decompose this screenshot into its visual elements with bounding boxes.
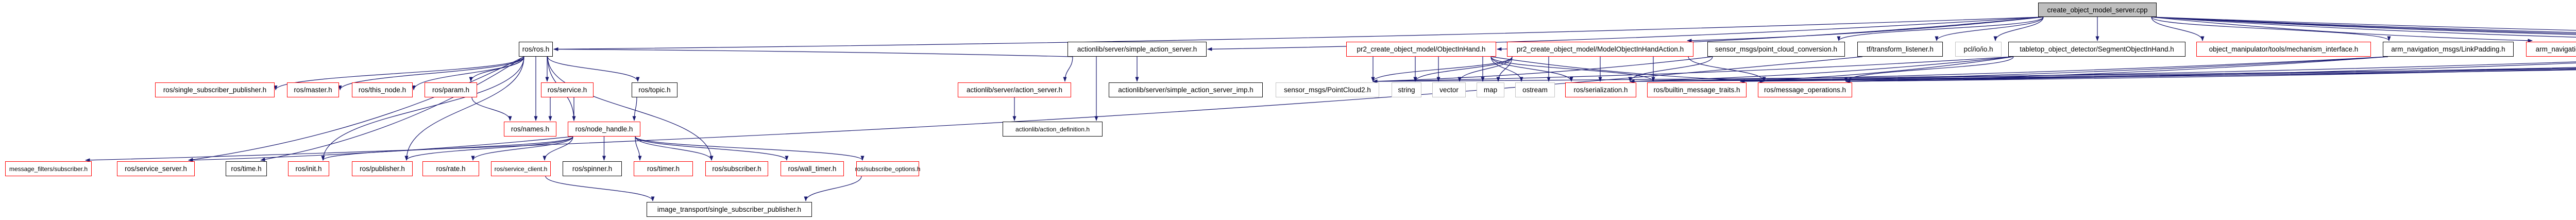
graph-node-scl[interactable]: ros/service_client.h bbox=[491, 161, 551, 176]
include-edge-ros_ros-topic bbox=[547, 56, 640, 82]
include-edge-nh-ssrv bbox=[188, 136, 573, 162]
include-edge-soih-ser bbox=[1630, 56, 2014, 83]
include-edge-root-mi bbox=[2151, 16, 2205, 41]
include-edge-scl-itssp bbox=[545, 176, 655, 201]
include-edge-root-ec bbox=[2151, 16, 2576, 35]
include-edge-root-oco bbox=[2151, 16, 2533, 43]
include-edge-nh-rate bbox=[471, 136, 573, 161]
graph-node-pub[interactable]: ros/publisher.h bbox=[352, 161, 413, 176]
include-edge-oih-bmt bbox=[1490, 56, 1655, 82]
graph-node-spin[interactable]: ros/spinner.h bbox=[563, 161, 622, 176]
include-edge-nh-pub bbox=[404, 136, 573, 161]
graph-node-sasi[interactable]: actionlib/server/simple_action_server_im… bbox=[1109, 82, 1263, 97]
include-edge-nh-so bbox=[635, 136, 865, 161]
graph-node-oih[interactable]: pr2_create_object_model/ObjectInHand.h bbox=[1346, 42, 1496, 57]
graph-node-ser[interactable]: ros/serialization.h bbox=[1565, 82, 1636, 97]
graph-node-time[interactable]: ros/time.h bbox=[226, 161, 267, 176]
include-edge-root-tfl bbox=[1935, 16, 2044, 41]
graph-node-ros_ros[interactable]: ros/ros.h bbox=[519, 42, 553, 57]
include-edge-root-cmi bbox=[2151, 16, 2576, 31]
graph-node-pclio[interactable]: pcl/io/io.h bbox=[1955, 42, 2002, 57]
graph-node-as[interactable]: actionlib/server/action_server.h bbox=[958, 82, 1071, 97]
graph-node-ssp[interactable]: ros/single_subscriber_publisher.h bbox=[155, 82, 275, 97]
graph-node-pcc[interactable]: sensor_msgs/point_cloud_conversion.h bbox=[1707, 42, 1845, 57]
graph-node-init[interactable]: ros/init.h bbox=[288, 161, 329, 176]
include-edge-moiha-string bbox=[1413, 56, 1513, 82]
graph-node-wt[interactable]: ros/wall_timer.h bbox=[781, 161, 844, 176]
include-edge-sas-ros_ros bbox=[553, 47, 1073, 57]
graph-node-nh[interactable]: ros/node_handle.h bbox=[568, 122, 640, 137]
graph-node-topic[interactable]: ros/topic.h bbox=[632, 82, 677, 97]
graph-node-ostream[interactable]: ostream bbox=[1515, 82, 1555, 97]
graph-node-itssp[interactable]: image_transport/single_subscriber_publis… bbox=[647, 202, 812, 217]
include-edge-soih-pc2 bbox=[1372, 56, 2014, 83]
include-edge-nh-timer bbox=[635, 136, 642, 161]
include-edge-cbb-ser bbox=[1630, 67, 2576, 83]
include-edge-topic-nh bbox=[632, 97, 637, 121]
include-edge-ros_ros-pub bbox=[404, 56, 524, 161]
graph-node-bmt[interactable]: ros/builtin_message_traits.h bbox=[1647, 82, 1747, 97]
include-edge-ros_ros-ssrv bbox=[188, 56, 524, 162]
graph-node-so[interactable]: ros/subscribe_options.h bbox=[855, 161, 920, 176]
graph-node-master[interactable]: ros/master.h bbox=[287, 82, 339, 97]
graph-node-oco[interactable]: arm_navigation_msgs/OrderedCollisionOper… bbox=[2526, 42, 2576, 57]
graph-node-mo[interactable]: ros/message_operations.h bbox=[1758, 82, 1852, 97]
include-edge-root-pclio bbox=[1993, 16, 2044, 41]
graph-node-pc2[interactable]: sensor_msgs/PointCloud2.h bbox=[1276, 82, 1379, 97]
graph-node-vector[interactable]: vector bbox=[1432, 82, 1466, 97]
include-edge-em-ser bbox=[1630, 61, 2576, 83]
include-edge-root-ros_ros bbox=[553, 16, 2044, 51]
include-edge-ros_ros-sub bbox=[547, 56, 714, 161]
graph-node-ssrv[interactable]: ros/service_server.h bbox=[117, 161, 195, 176]
graph-node-moiha[interactable]: pr2_create_object_model/ModelObjectInHan… bbox=[1507, 42, 1693, 57]
include-edge-oih-mo bbox=[1490, 56, 1765, 83]
include-edge-ros_ros-param bbox=[469, 56, 524, 82]
include-edge-tfl-mfs bbox=[85, 56, 1863, 162]
include-edge-cmi-pc2 bbox=[1372, 67, 2576, 83]
graph-node-string[interactable]: string bbox=[1392, 82, 1421, 97]
include-edge-param-names bbox=[471, 97, 512, 121]
include-edge-root-sas bbox=[1207, 16, 2044, 51]
include-edge-moiha-vector bbox=[1458, 56, 1513, 82]
graph-node-soih[interactable]: tabletop_object_detector/SegmentObjectIn… bbox=[2008, 42, 2185, 57]
include-edge-root-moiha bbox=[1687, 16, 2044, 43]
graph-node-lp[interactable]: arm_navigation_msgs/LinkPadding.h bbox=[2383, 42, 2514, 57]
graph-node-timer[interactable]: ros/timer.h bbox=[634, 161, 693, 176]
include-edge-ros_ros-time bbox=[260, 56, 524, 161]
graph-node-mfs[interactable]: message_filters/subscriber.h bbox=[5, 161, 92, 176]
include-edge-cmi-ser bbox=[1630, 69, 2576, 83]
include-edge-nh-sub bbox=[635, 136, 714, 161]
include-edge-oih-ostream bbox=[1490, 56, 1523, 82]
include-edge-ros_ros-init bbox=[321, 56, 524, 161]
include-edge-root-cbb bbox=[2151, 16, 2576, 33]
graph-node-tfl[interactable]: tf/transform_listener.h bbox=[1857, 42, 1943, 57]
include-edge-root-em bbox=[2151, 16, 2576, 38]
graph-node-sub[interactable]: ros/subscriber.h bbox=[705, 161, 768, 176]
include-edge-pcc-ser bbox=[1628, 56, 1713, 82]
include-edge-moiha-pc2 bbox=[1371, 56, 1513, 82]
include-edge-nh-scl bbox=[543, 136, 573, 161]
include-edge-lp-ser bbox=[1630, 56, 2388, 83]
graph-node-rate[interactable]: ros/rate.h bbox=[422, 161, 479, 176]
graph-node-param[interactable]: ros/param.h bbox=[425, 82, 477, 97]
include-edge-so-itssp bbox=[804, 176, 862, 201]
include-edge-cbb-bmt bbox=[1740, 67, 2576, 83]
graph-node-service[interactable]: ros/service.h bbox=[541, 82, 594, 97]
graph-node-names[interactable]: ros/names.h bbox=[504, 122, 556, 137]
graph-node-this_node[interactable]: ros/this_node.h bbox=[352, 82, 413, 97]
include-edge-root-lp bbox=[2151, 16, 2391, 41]
include-edge-root-pcc bbox=[1837, 16, 2044, 41]
include-edge-moiha-map bbox=[1496, 56, 1513, 82]
include-edge-pcc-pc2 bbox=[1372, 56, 1713, 83]
include-edge-sas-as bbox=[1063, 56, 1073, 82]
include-edge-root-eg bbox=[2151, 16, 2576, 34]
include-edge-moiha-mo bbox=[1688, 56, 1766, 82]
root-node-root[interactable]: create_object_model_server.cpp bbox=[2038, 3, 2157, 17]
graph-node-mi[interactable]: object_manipulator/tools/mechanism_inter… bbox=[2196, 42, 2371, 57]
graph-node-map[interactable]: map bbox=[1477, 82, 1504, 97]
include-edge-oih-ser bbox=[1490, 56, 1573, 82]
graph-node-sas[interactable]: actionlib/server/simple_action_server.h bbox=[1067, 42, 1207, 57]
graph-node-ad[interactable]: actionlib/action_definition.h bbox=[1003, 122, 1103, 137]
